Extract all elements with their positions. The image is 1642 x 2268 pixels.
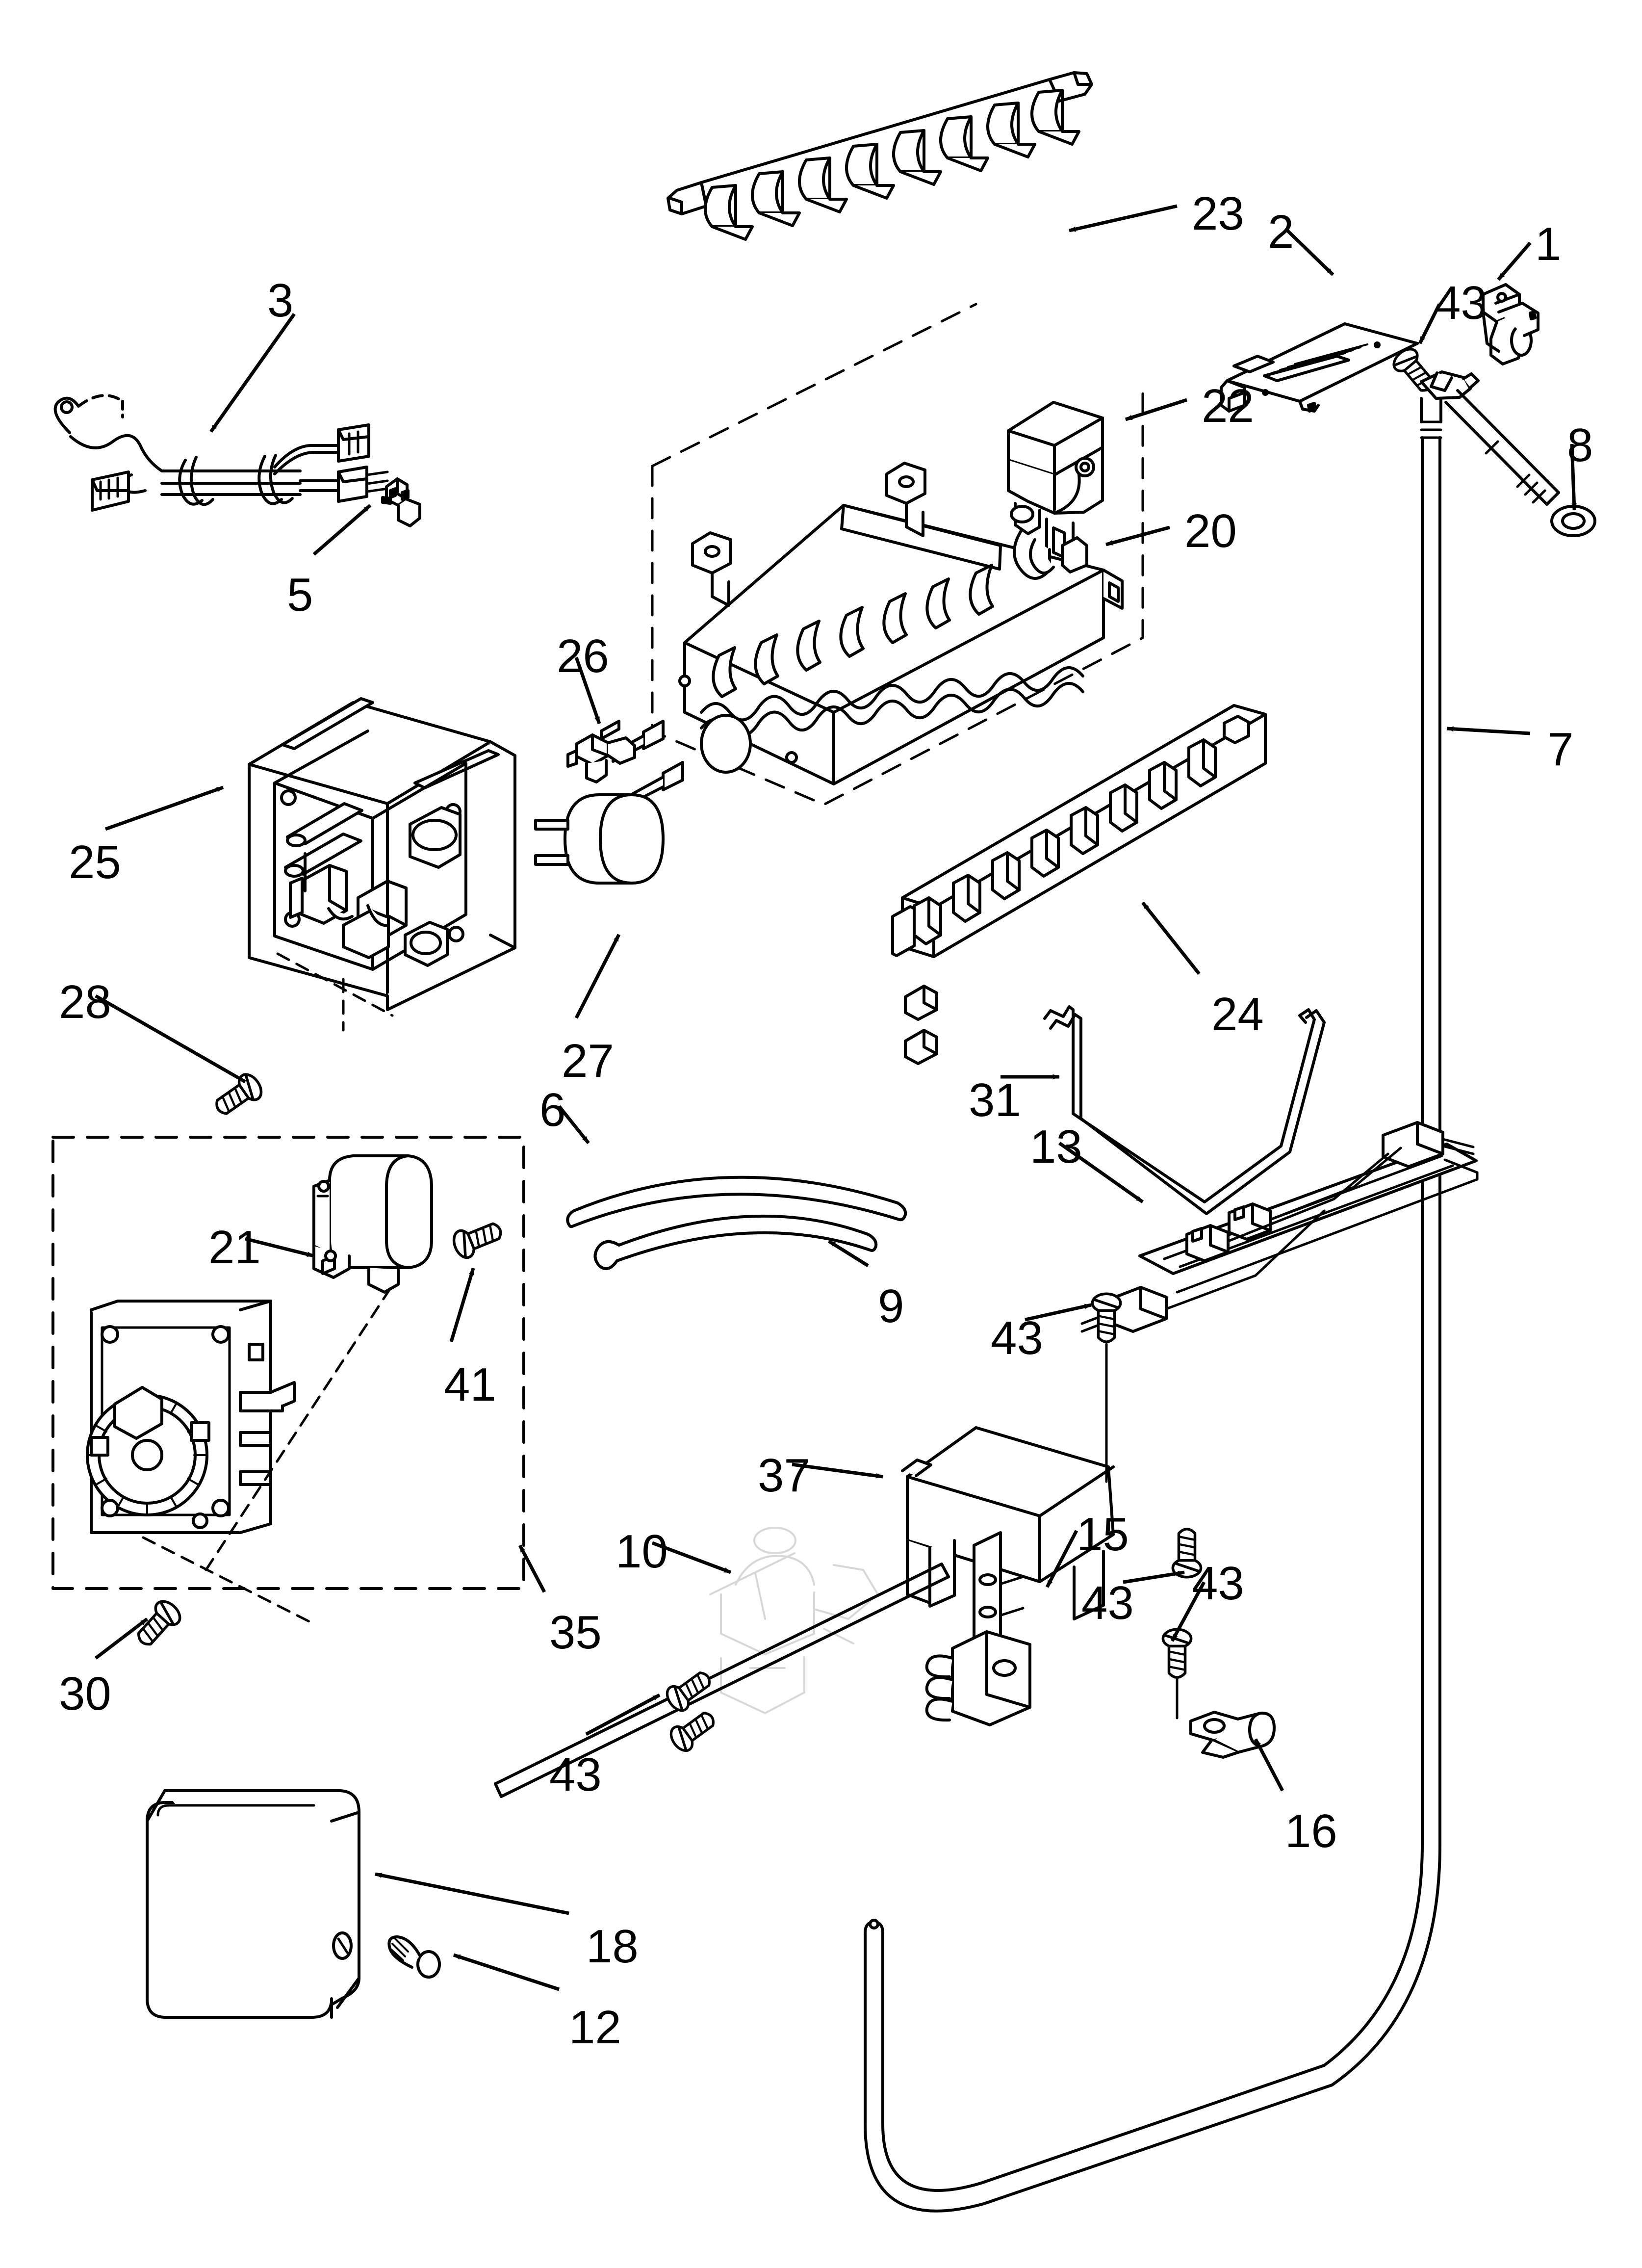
part-26-motor-coupler bbox=[566, 733, 636, 783]
callout-number-water-line-clamp: 16 bbox=[1285, 1805, 1337, 1857]
callout-number-tube-retainer-bracket: 15 bbox=[1077, 1508, 1129, 1561]
leader-line-37 bbox=[792, 1462, 883, 1479]
part-20-ice-mold-assembly-box bbox=[651, 303, 1144, 806]
leader-line-20 bbox=[1105, 525, 1170, 547]
leader-line-28 bbox=[95, 994, 246, 1084]
leader-line-43 bbox=[1123, 1570, 1185, 1584]
leader-line-43 bbox=[585, 1693, 661, 1736]
callout-number-water-fill-tube-short: 6 bbox=[539, 1084, 566, 1136]
part-41-screw bbox=[450, 1217, 505, 1261]
part-1-fill-tube-bracket bbox=[1482, 283, 1539, 365]
callout-number-water-supply-tube: 7 bbox=[1547, 723, 1574, 776]
part-25-control-housing bbox=[248, 697, 516, 1032]
callout-number-ice-ejector-auger: 23 bbox=[1192, 187, 1244, 240]
leader-line-35 bbox=[518, 1544, 546, 1593]
callout-number-icemaker-motor: 27 bbox=[562, 1035, 614, 1087]
part-23-ice-ejector-auger bbox=[667, 71, 1093, 241]
leader-line-23 bbox=[1069, 204, 1178, 233]
callout-number-water-inlet-valve: 10 bbox=[616, 1525, 668, 1578]
callout-number-bail-arm-shutoff: 31 bbox=[969, 1074, 1021, 1126]
leader-line-13 bbox=[1058, 1142, 1144, 1203]
callout-number-icemaker-mounting-plate: 2 bbox=[1268, 206, 1294, 258]
callout-number-water-fill-cup: 22 bbox=[1202, 380, 1254, 432]
callout-number-motor-mounting-screw: 41 bbox=[444, 1358, 496, 1411]
leader-line-8 bbox=[1570, 443, 1577, 511]
part-35-module-assembly-box bbox=[51, 1136, 525, 1590]
part-8-washer bbox=[1550, 505, 1596, 537]
leader-line-43 bbox=[1025, 1303, 1092, 1322]
part-6-fill-tube-short bbox=[566, 1175, 907, 1228]
leader-line-3 bbox=[209, 313, 296, 433]
leader-line-5 bbox=[312, 504, 372, 556]
leader-line-2 bbox=[1286, 229, 1334, 276]
callout-number-water-fill-tube-long: 9 bbox=[878, 1280, 904, 1332]
part-18-access-cover bbox=[146, 1789, 360, 2019]
callout-number-sealing-washer: 8 bbox=[1567, 419, 1593, 471]
leader-line-15 bbox=[1045, 1530, 1078, 1588]
leader-line-1 bbox=[1497, 241, 1532, 281]
part-31-bail-arm bbox=[1043, 1005, 1326, 1215]
leader-line-41 bbox=[449, 1267, 475, 1343]
callout-number-hex-head-screw: 43 bbox=[549, 1748, 602, 1801]
callout-number-ice-stripper: 24 bbox=[1211, 988, 1264, 1041]
leader-line-21 bbox=[245, 1237, 314, 1258]
callout-number-hex-head-screw: 43 bbox=[991, 1312, 1043, 1364]
leader-line-6 bbox=[558, 1105, 590, 1145]
part-43-screw-bracket bbox=[1092, 1294, 1120, 1483]
leader-line-12 bbox=[453, 1953, 560, 1991]
callout-number-hex-head-screw: 43 bbox=[1081, 1577, 1134, 1629]
part-3-wiring-harness bbox=[53, 394, 389, 512]
callout-number-water-fill-tube-bracket: 1 bbox=[1535, 218, 1562, 270]
leader-line-25 bbox=[104, 785, 224, 831]
part-5-wire-clip bbox=[381, 477, 421, 527]
callout-number-icemaker-wire-harness: 13 bbox=[1030, 1121, 1082, 1173]
callout-number-cover-push-in-plug: 12 bbox=[569, 2001, 621, 2054]
callout-number-icemaker-module-assembly: 35 bbox=[549, 1606, 602, 1659]
leader-line-18 bbox=[375, 1872, 569, 1915]
leader-line-16 bbox=[1254, 1738, 1284, 1792]
part-22-water-fill-cup bbox=[1007, 401, 1104, 570]
callout-number-motor-shaft-coupler: 26 bbox=[557, 630, 609, 682]
part-13-wire-harness bbox=[1080, 1121, 1479, 1333]
part-2-mounting-plate bbox=[1220, 322, 1419, 413]
part-24-ice-stripper bbox=[891, 704, 1267, 1065]
leader-lines bbox=[94, 204, 1577, 1991]
callout-number-hex-head-screw: 43 bbox=[1435, 277, 1487, 329]
leader-line-22 bbox=[1125, 398, 1188, 421]
part-16-water-line-clamp bbox=[1189, 1711, 1276, 1759]
part-43-screw-clamp bbox=[1163, 1629, 1191, 1720]
part-27-icemaker-motor bbox=[534, 793, 665, 885]
part-15-tube-retainer bbox=[925, 1630, 1031, 1726]
part-20-ice-mold-tray bbox=[600, 462, 1124, 804]
callout-number-ice-mold-tray: 20 bbox=[1184, 505, 1237, 557]
callout-number-icemaker-access-cover: 18 bbox=[586, 1920, 639, 1973]
part-12-push-in-plug bbox=[387, 1935, 441, 1979]
callout-number-module-mounting-screw: 30 bbox=[59, 1668, 111, 1720]
leader-line-10 bbox=[651, 1541, 732, 1574]
leader-line-7 bbox=[1446, 726, 1531, 735]
leader-line-30 bbox=[94, 1617, 149, 1660]
leader-line-24 bbox=[1141, 901, 1201, 975]
part-21-drive-motor bbox=[312, 1154, 433, 1294]
callout-number-icemaker-control-housing: 25 bbox=[69, 836, 121, 888]
leader-line-43 bbox=[1418, 303, 1441, 344]
leader-line-43 bbox=[1170, 1581, 1206, 1642]
leader-line-26 bbox=[574, 656, 601, 725]
leader-line-27 bbox=[574, 934, 621, 1019]
part-10-water-inlet-valve-ghost bbox=[709, 1527, 879, 1714]
part-10-supply-rod bbox=[494, 1563, 950, 1798]
part-35-gear-housing bbox=[86, 1284, 394, 1625]
callout-number-wiring-harness: 3 bbox=[267, 274, 294, 327]
part-7-water-supply-tube bbox=[864, 370, 1560, 2213]
part-9-fill-tube-long bbox=[593, 1214, 878, 1271]
leader-line-9 bbox=[828, 1240, 869, 1267]
callout-number-icemaker-support-bracket: 37 bbox=[758, 1449, 810, 1502]
callout-number-wire-retainer-clip: 5 bbox=[287, 569, 313, 621]
callout-number-hex-head-screw: 43 bbox=[1192, 1557, 1244, 1610]
callout-number-housing-mounting-screw: 28 bbox=[59, 976, 111, 1028]
callout-number-icemaker-drive-motor: 21 bbox=[208, 1221, 261, 1274]
